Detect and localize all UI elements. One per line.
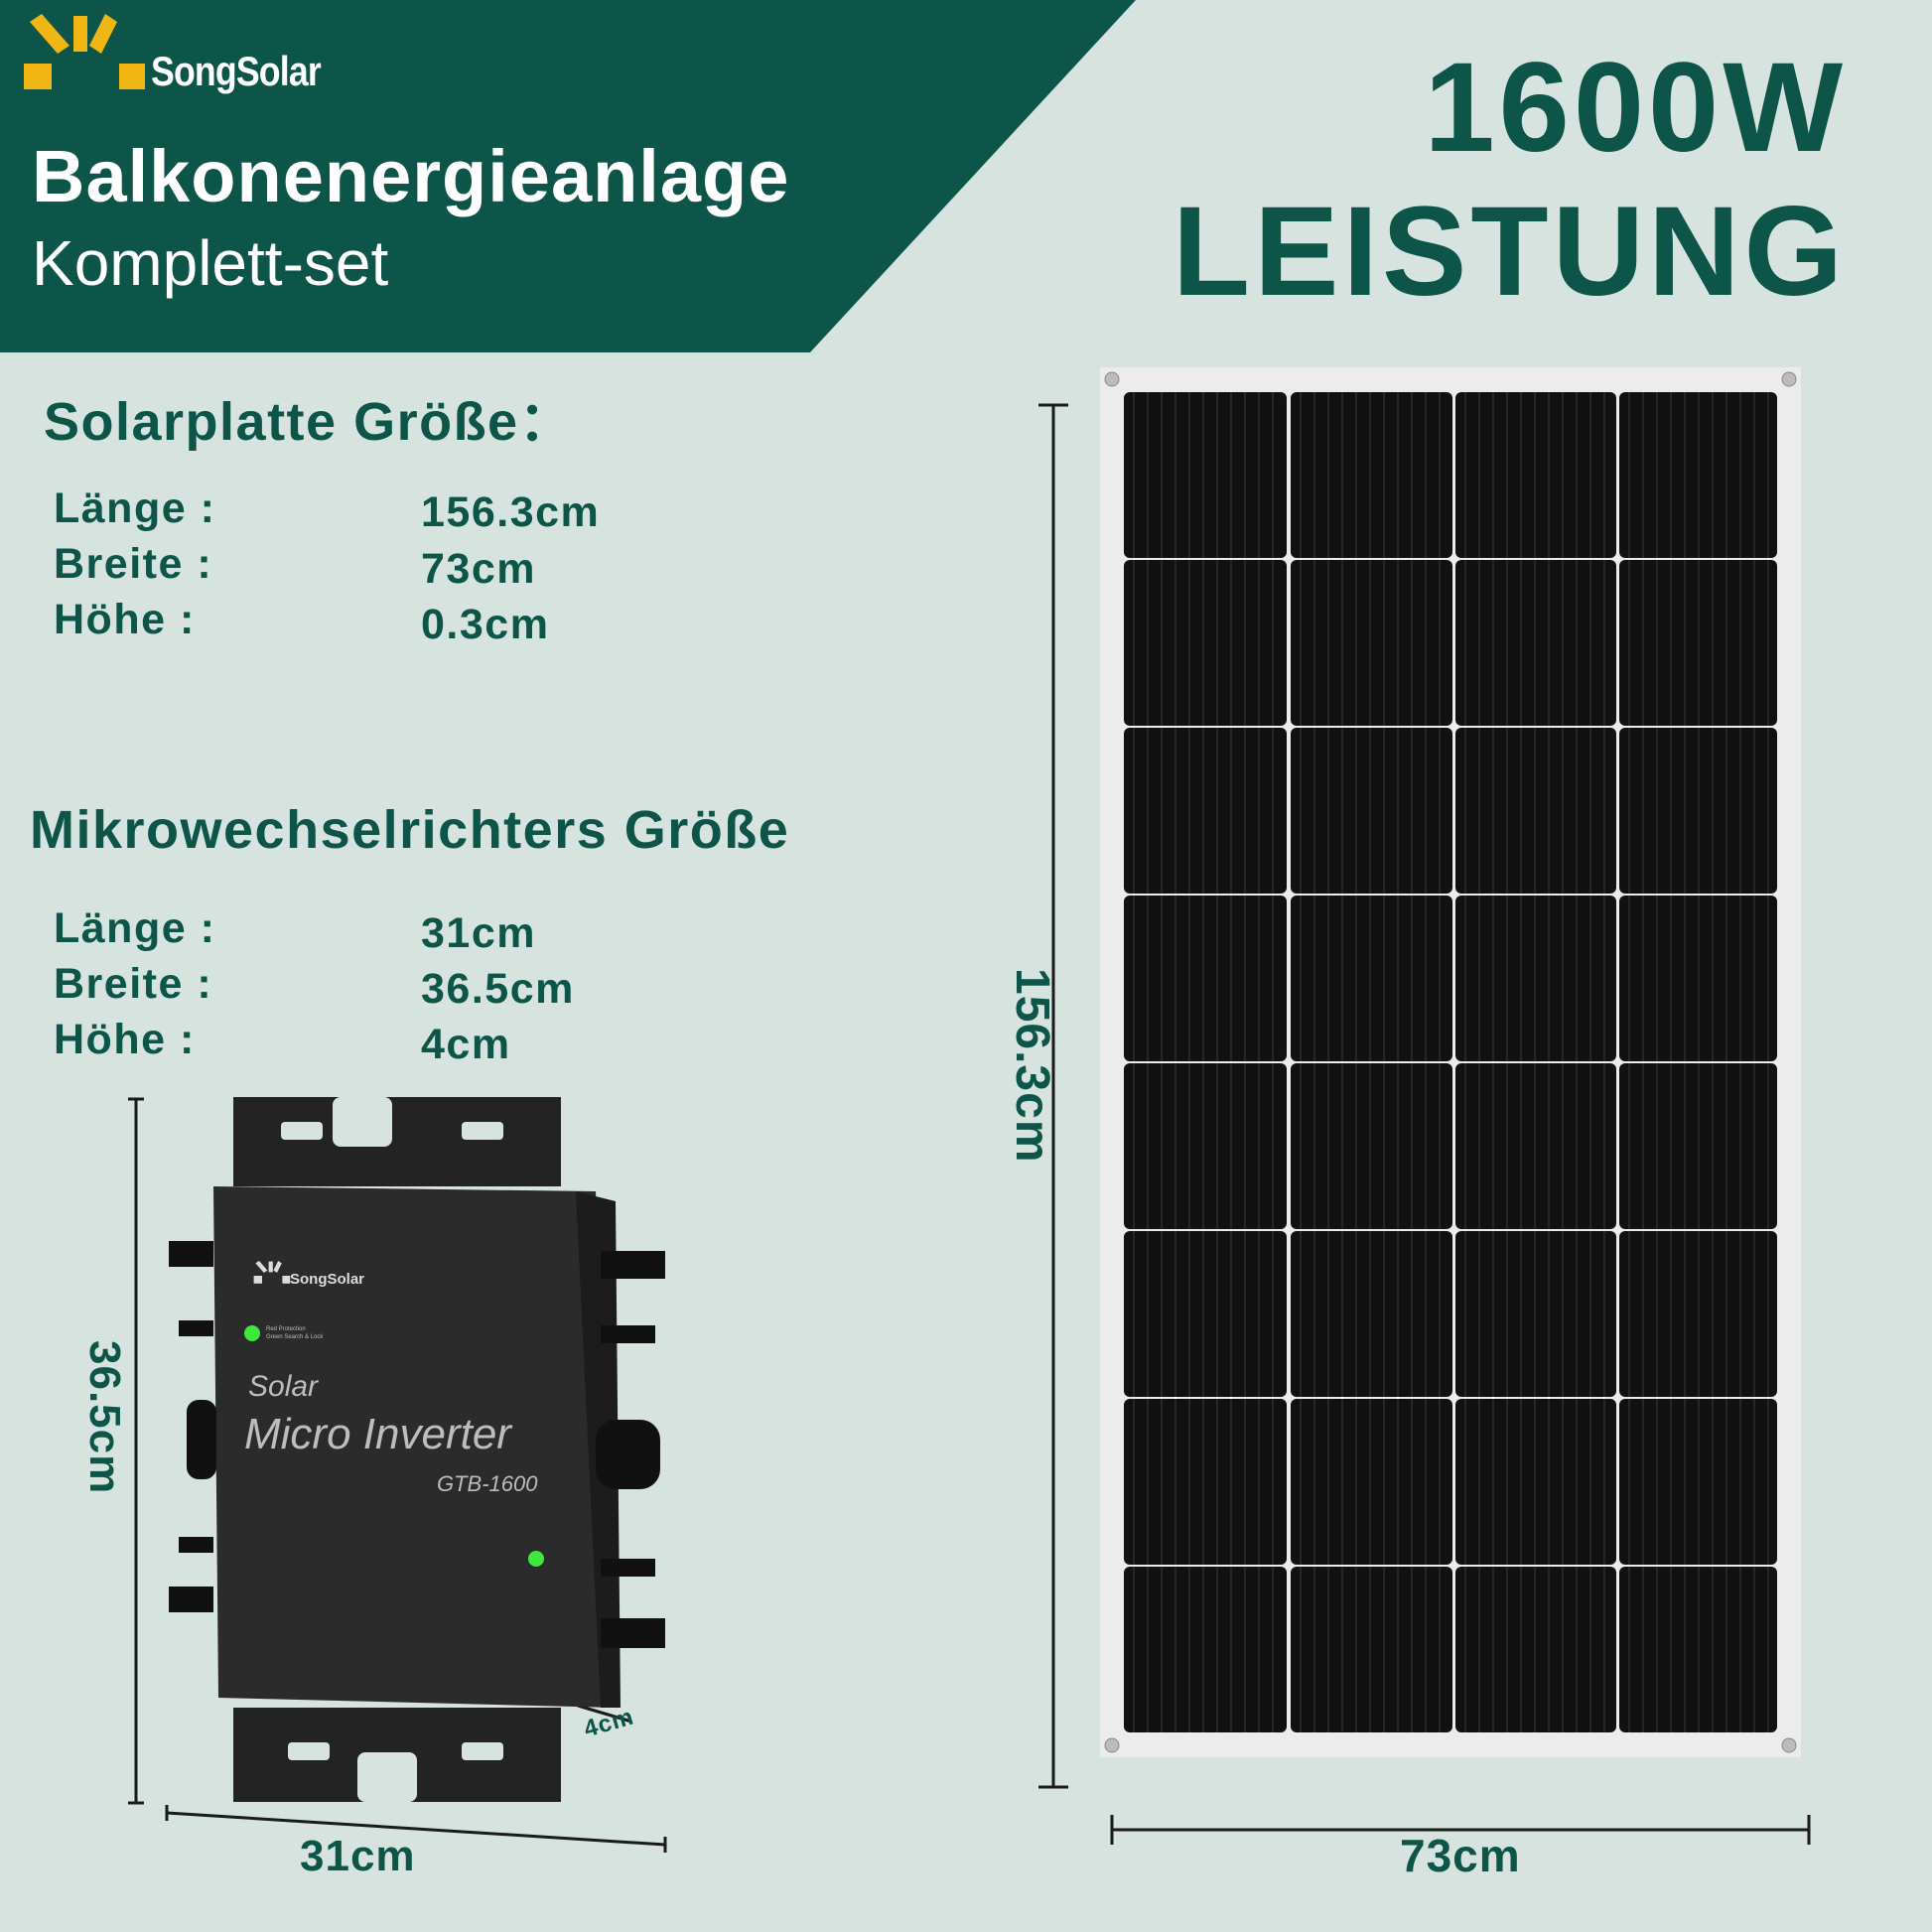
power-label: LEISTUNG	[1172, 181, 1847, 323]
spec-value: 31cm	[421, 909, 536, 957]
solar-panel-image	[1100, 367, 1801, 1757]
spec-value: 156.3cm	[421, 488, 601, 536]
spec-label: Länge :	[54, 484, 216, 532]
spec-value: 36.5cm	[421, 965, 575, 1013]
sun-rays-icon	[24, 14, 145, 89]
device-model: GTB-1600	[437, 1471, 538, 1496]
power-rating: 1600W	[1424, 37, 1847, 179]
device-label-solar: Solar	[248, 1370, 319, 1403]
micro-inverter-image	[169, 1097, 665, 1802]
panel-height-label: 156.3cm	[1006, 968, 1058, 1164]
spec-value: 4cm	[421, 1021, 511, 1068]
header-banner	[0, 0, 1136, 352]
panel-specs-heading: Solarplatte Größe：	[44, 392, 575, 452]
page-title: Balkonenergieanlage	[32, 135, 790, 217]
inverter-width-label: 31cm	[300, 1832, 416, 1880]
spec-label: Höhe :	[54, 1016, 196, 1063]
spec-label: Höhe :	[54, 596, 196, 643]
spec-label: Breite :	[54, 540, 213, 588]
spec-label: Breite :	[54, 960, 213, 1008]
spec-value: 0.3cm	[421, 601, 550, 648]
brand-name: SongSolar	[151, 48, 322, 94]
spec-value: 73cm	[421, 545, 536, 593]
led-legend: Red Protection	[266, 1326, 306, 1332]
page-subtitle: Komplett-set	[32, 227, 389, 299]
device-label-micro-inverter: Micro Inverter	[244, 1410, 511, 1458]
device-brand: SongSolar	[290, 1271, 365, 1288]
spec-label: Länge :	[54, 904, 216, 952]
inverter-height-label: 36.5cm	[80, 1340, 129, 1495]
inverter-specs-heading: Mikrowechselrichters Größe	[30, 800, 790, 860]
led-legend: Green Search & Lock	[266, 1334, 324, 1340]
panel-width-label: 73cm	[1400, 1830, 1521, 1881]
